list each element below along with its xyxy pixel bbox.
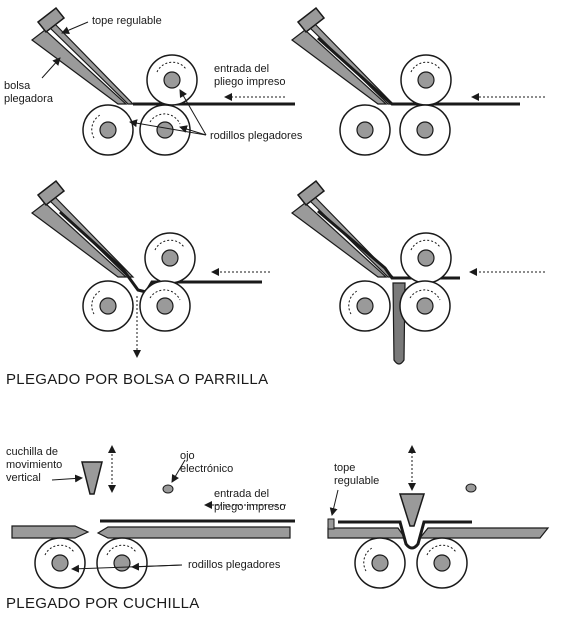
adjustable-stop-block	[327, 518, 335, 530]
label-knife-line2: movimiento	[6, 459, 63, 471]
label-rollers: rodillos plegadores	[210, 130, 303, 142]
roller-bottom-right	[139, 280, 191, 332]
bag-folder	[31, 179, 135, 278]
label-knife-entry-line2: pliego impreso	[214, 501, 286, 513]
base-plate-left	[327, 527, 407, 539]
roller-left	[354, 537, 406, 589]
eye-pointer	[171, 459, 186, 483]
roller-bottom-left	[339, 104, 391, 156]
sheet	[316, 36, 520, 106]
roller-top	[400, 54, 452, 106]
roller-bottom-left	[82, 104, 134, 156]
roller-bottom-left	[339, 280, 391, 332]
label-knife-line1: cuchilla de	[6, 446, 58, 458]
bag-pointer	[41, 57, 61, 79]
label-entry-line1: entrada del	[214, 63, 270, 75]
roller-bottom-right	[139, 104, 191, 156]
rollers-pointer-3	[179, 125, 207, 136]
panel-knife-step1	[11, 445, 295, 589]
base-plate-right	[418, 527, 550, 539]
roller-left	[34, 537, 86, 589]
rollers-pointer-2	[129, 119, 207, 136]
base-plate-right	[96, 526, 291, 539]
bag-folder	[291, 6, 395, 105]
label-bag-line2: plegadora	[4, 93, 53, 105]
label-entry-line2: pliego impreso	[214, 76, 286, 88]
knife	[81, 461, 103, 495]
electronic-eye	[162, 484, 174, 494]
stop-pointer	[61, 21, 89, 34]
roller-bottom-left	[82, 280, 134, 332]
bag-folder	[31, 6, 135, 105]
roller-bottom-right	[399, 104, 451, 156]
rollers-pointer-1	[179, 89, 207, 136]
panel-bag-step2	[291, 6, 545, 156]
label-stop-line2: regulable	[334, 475, 380, 487]
label-bag-line1: bolsa	[4, 80, 31, 92]
roller-right	[96, 537, 148, 589]
panel-bag-step4	[291, 179, 545, 365]
heading-knife-folding: PLEGADO POR CUCHILLA	[6, 595, 200, 612]
label-knife-entry-line1: entrada del	[214, 488, 270, 500]
label-stop-line1: tope	[334, 462, 356, 474]
label-eye-line2: electrónico	[180, 463, 234, 475]
stop-pointer	[329, 489, 339, 516]
panel-knife-step2	[327, 445, 550, 589]
label-knife-line3: vertical	[6, 472, 41, 484]
panel-bag-step3	[31, 179, 270, 358]
knife-pointer	[51, 474, 83, 483]
label-adjustable-stop: tope regulable	[92, 15, 162, 27]
heading-bag-folding: PLEGADO POR BOLSA O PARRILLA	[6, 371, 269, 388]
panel-bag-step1	[31, 6, 295, 156]
sheet	[338, 520, 472, 550]
roller-top	[144, 232, 196, 284]
label-eye-line1: ojo	[180, 450, 195, 462]
roller-top	[146, 54, 198, 106]
electronic-eye	[465, 483, 477, 493]
label-knife-rollers: rodillos plegadores	[188, 559, 281, 571]
roller-bottom-right	[399, 280, 451, 332]
rollers-pointer-2	[131, 562, 183, 571]
knife	[398, 493, 426, 527]
base-plate-left	[11, 525, 90, 539]
roller-right	[416, 537, 468, 589]
roller-top	[400, 232, 452, 284]
